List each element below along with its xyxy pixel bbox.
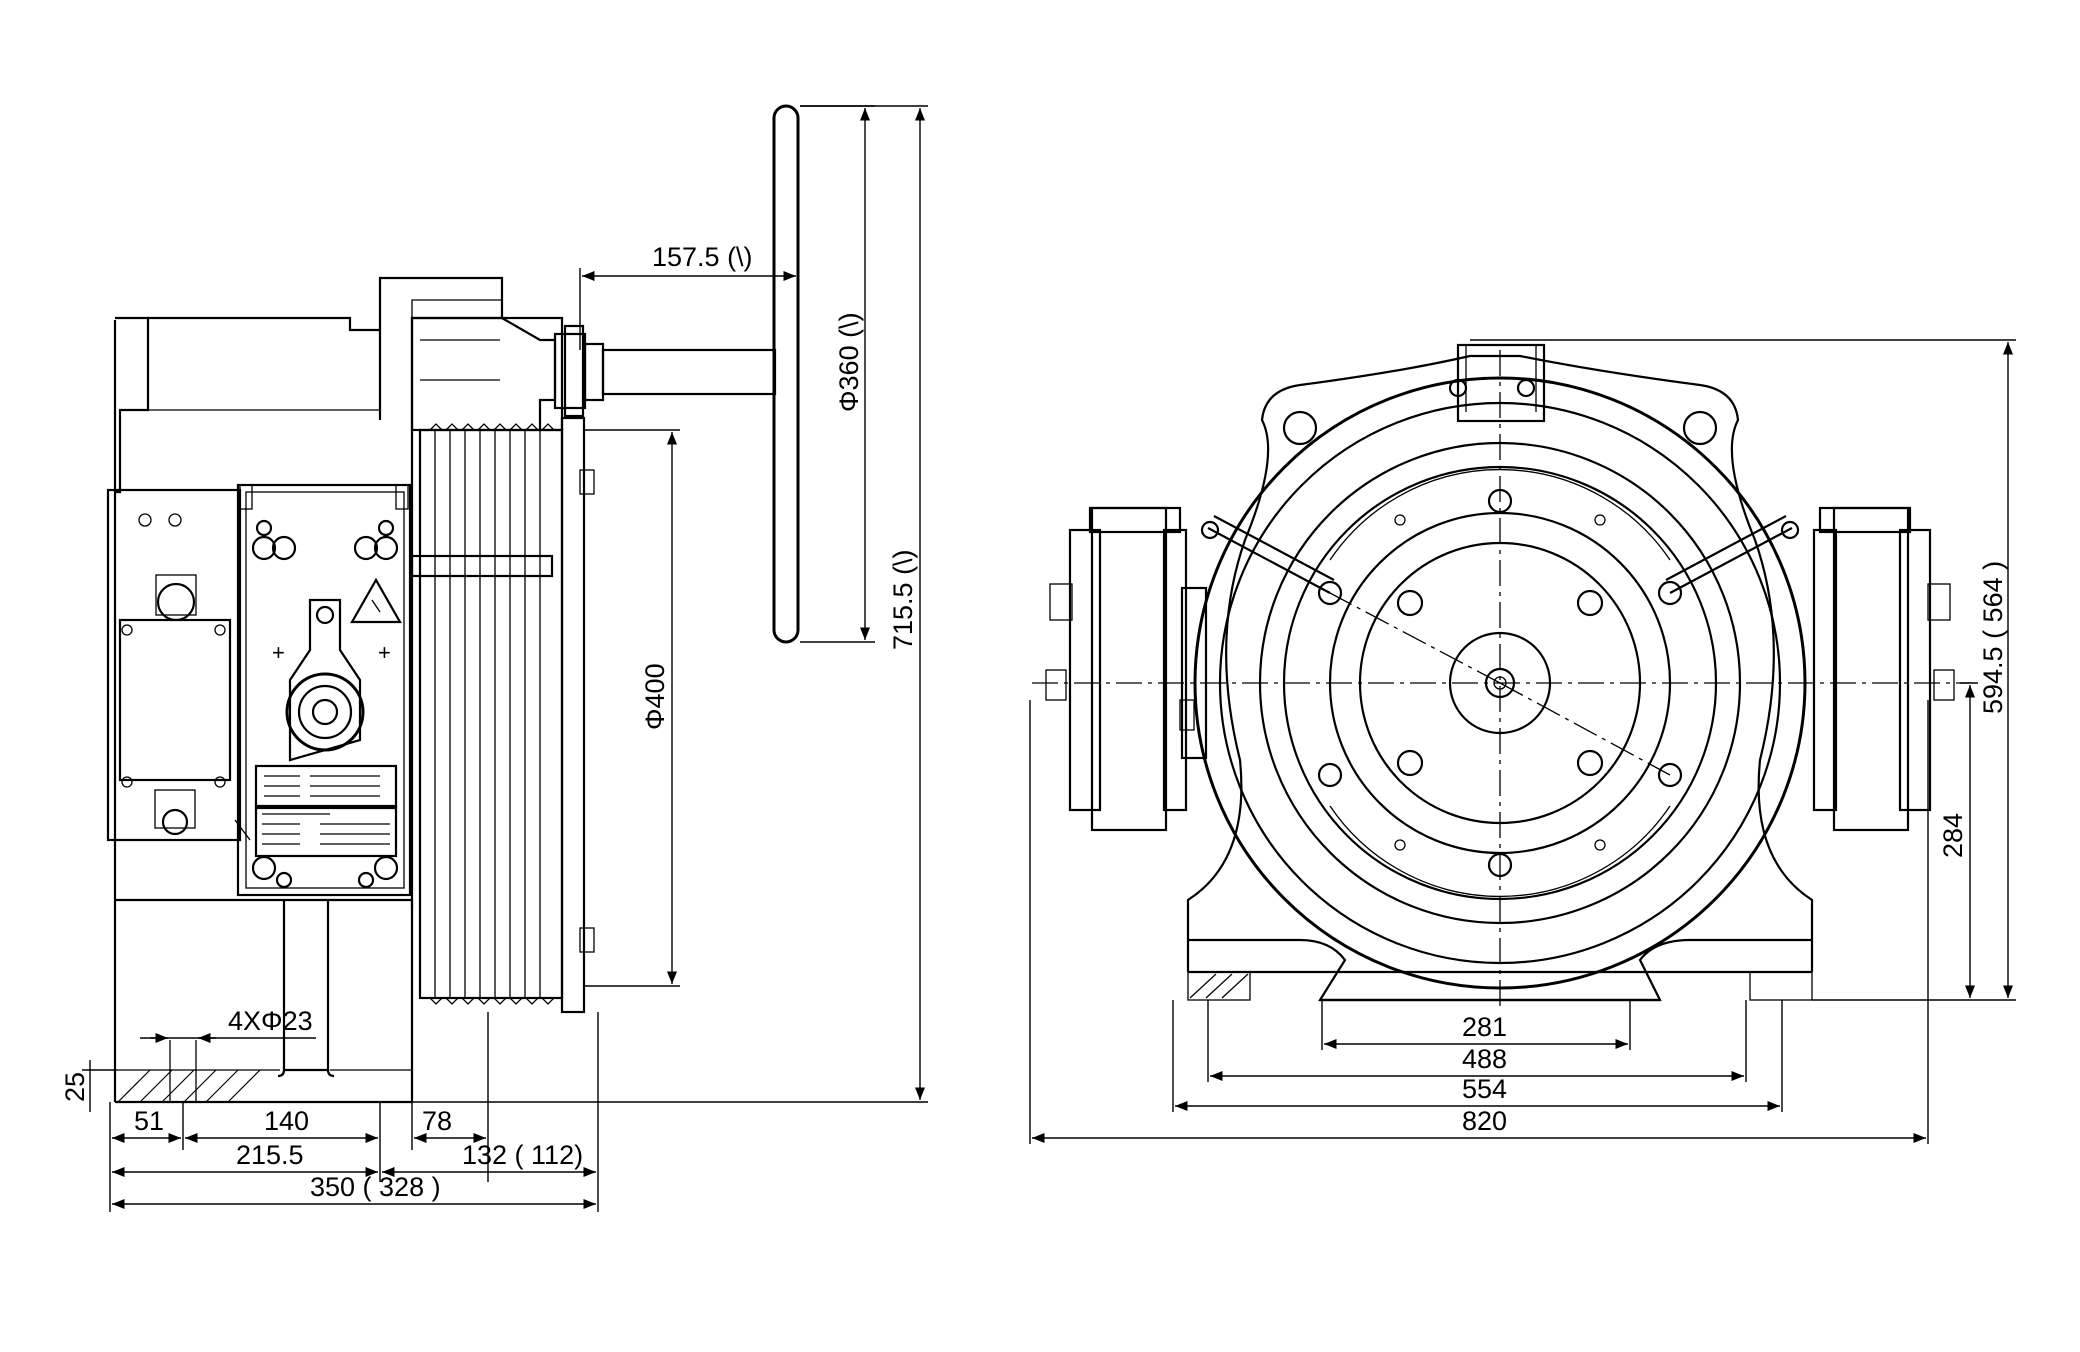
- dim-132: 132 ( 112): [462, 1140, 583, 1170]
- left-brake: [1045, 506, 1208, 832]
- hand-wheel: [772, 104, 800, 644]
- junction-box: [106, 488, 251, 842]
- dim-140: 140: [264, 1106, 309, 1136]
- dim-axis-height: 284: [1938, 813, 1968, 858]
- dim-215: 215.5: [236, 1140, 304, 1170]
- motor-frame: [1186, 343, 1814, 1002]
- dim-base-thk: 25: [60, 1072, 90, 1102]
- dim-554: 554: [1462, 1074, 1507, 1104]
- brake-arms: [1200, 515, 1800, 594]
- svg-text:+: +: [272, 640, 285, 665]
- brake-panel: + +: [236, 483, 412, 897]
- dim-281: 281: [1462, 1012, 1507, 1042]
- dim-51: 51: [134, 1106, 164, 1136]
- centerlines: [1032, 350, 1970, 1010]
- dim-total-height: 715.5 (\): [888, 549, 918, 650]
- dim-488: 488: [1462, 1044, 1507, 1074]
- front-view: 594.5 ( 564 ) 284 281 488 554: [1029, 339, 2016, 1144]
- front-dimensions: 594.5 ( 564 ) 284 281 488 554: [1029, 339, 2016, 1144]
- foot-hatch: [117, 1069, 261, 1103]
- base-frame: [115, 898, 414, 1104]
- dim-handwheel-dia: Φ360 (\): [834, 312, 864, 412]
- handwheel-shaft: [410, 316, 777, 432]
- traction-sheave: [410, 416, 595, 1014]
- dim-bolt-holes: 4XΦ23: [228, 1006, 313, 1036]
- motor-housing: [113, 276, 504, 1102]
- foot-hatch-front: [1187, 971, 1813, 1001]
- right-brake: [1812, 506, 1955, 832]
- dim-350: 350 ( 328 ): [310, 1172, 441, 1202]
- dim-front-height: 594.5 ( 564 ): [1978, 561, 2008, 714]
- side-dimensions: 157.5 (\) Φ360 (\) 715.5 (\) Φ400 4XΦ23: [60, 105, 928, 1212]
- dim-handwheel-offset: 157.5 (\): [652, 242, 753, 272]
- dim-sheave-dia: Φ400: [640, 663, 670, 730]
- dim-78: 78: [422, 1106, 452, 1136]
- dim-820: 820: [1462, 1106, 1507, 1136]
- svg-text:+: +: [378, 640, 391, 665]
- side-view: + +: [60, 104, 928, 1212]
